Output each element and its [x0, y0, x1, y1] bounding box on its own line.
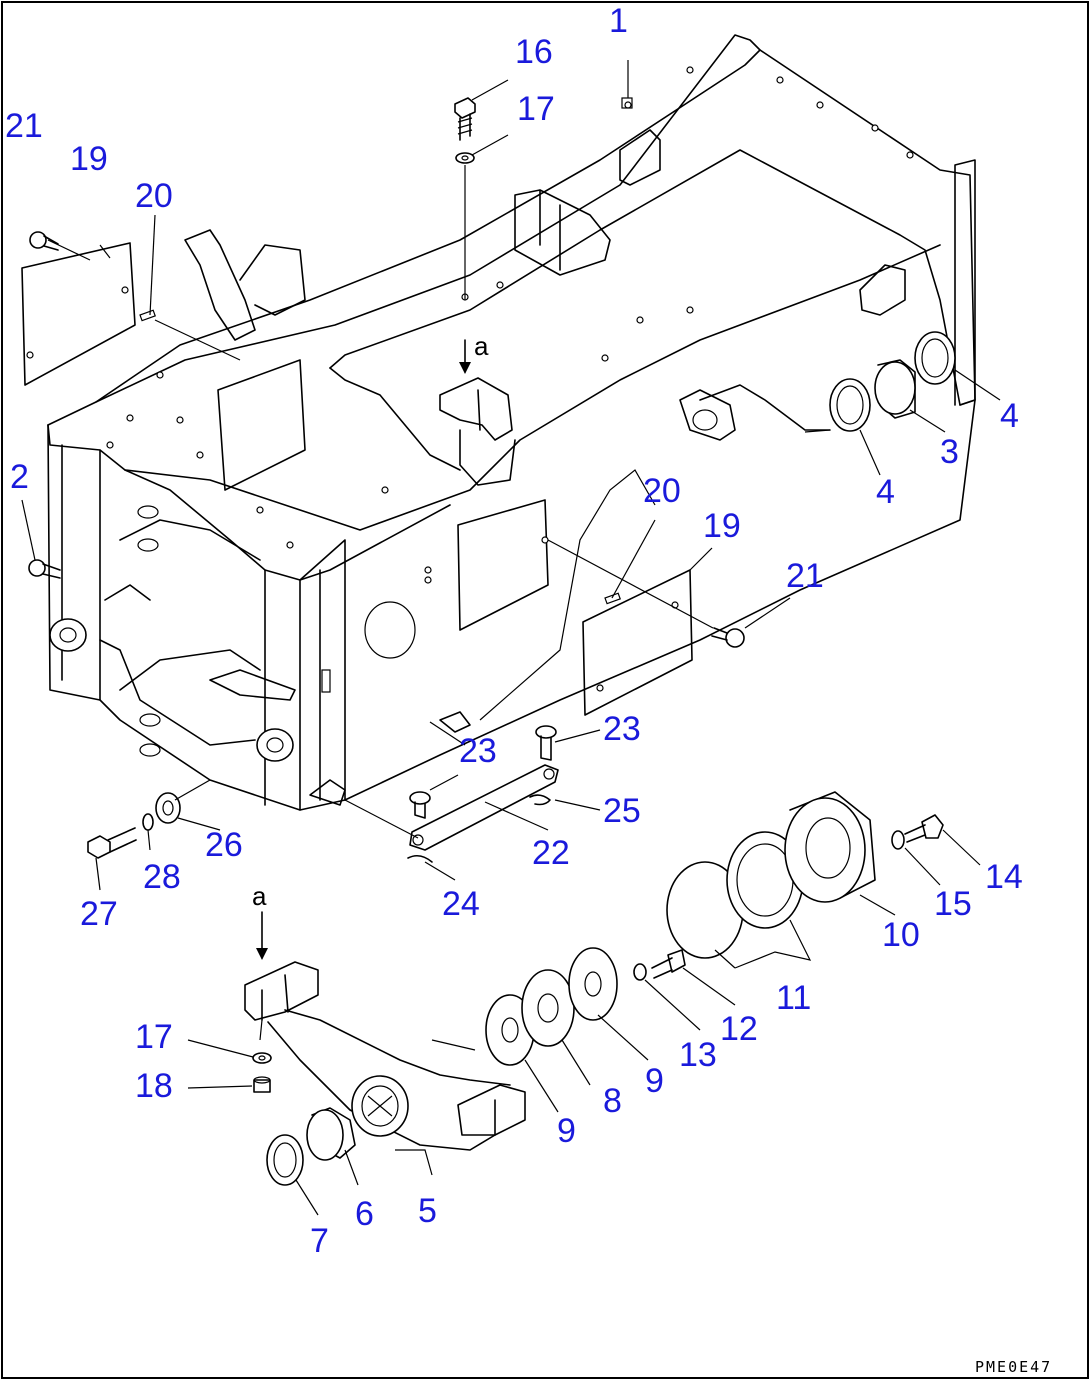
callout-10: 10 — [882, 916, 920, 954]
callout-20: 20 — [135, 177, 173, 215]
bolt-2 — [28, 559, 61, 579]
callout-27: 27 — [80, 895, 118, 933]
callout-13: 13 — [679, 1036, 717, 1074]
washer-17-nut-18 — [252, 1052, 272, 1093]
callout-19: 19 — [703, 507, 741, 545]
callout-5: 5 — [418, 1192, 437, 1230]
cover-plate-left — [21, 242, 156, 386]
callout-12: 12 — [720, 1010, 758, 1048]
gaskets-11 — [666, 831, 804, 959]
callout-17: 17 — [135, 1018, 173, 1056]
callout-21: 21 — [786, 557, 824, 595]
callout-23: 23 — [603, 710, 641, 748]
callout-7: 7 — [310, 1222, 329, 1260]
callout-9: 9 — [645, 1062, 664, 1100]
deck-holes — [106, 66, 914, 584]
callout-21: 21 — [5, 107, 43, 145]
callout-24: 24 — [442, 885, 480, 923]
leader-lines — [21, 60, 1001, 1216]
callout-9: 9 — [557, 1112, 576, 1150]
cover-bolt-21-right — [711, 627, 745, 648]
link-22-assembly — [407, 725, 559, 863]
callout-14: 14 — [985, 858, 1023, 896]
callout-6: 6 — [355, 1195, 374, 1233]
seals-6-7 — [266, 1107, 356, 1186]
callout-1: 1 — [609, 2, 628, 40]
view-a-marker-top: a — [474, 331, 489, 361]
callout-labels: 1 16 17 21 19 20 2 4 3 4 20 19 21 23 23 … — [5, 2, 1023, 1260]
callout-16: 16 — [515, 33, 553, 71]
bolt-27-assembly — [87, 792, 181, 859]
callout-15: 15 — [934, 885, 972, 923]
reference-code: PME0E47 — [975, 1358, 1052, 1376]
seal-rings-3-4 — [829, 331, 956, 432]
callout-19: 19 — [70, 140, 108, 178]
callout-4: 4 — [1000, 397, 1019, 435]
cover-10 — [784, 791, 876, 903]
callout-4: 4 — [876, 473, 895, 511]
cover-bolt-21-left — [29, 231, 59, 251]
callout-3: 3 — [940, 433, 959, 471]
callout-2: 2 — [10, 458, 29, 496]
bolt-16-assembly — [454, 97, 476, 164]
main-frame-drawing — [47, 34, 976, 811]
view-a-arrows — [256, 339, 471, 960]
view-a-marker-bottom: a — [252, 881, 267, 911]
callout-26: 26 — [205, 826, 243, 864]
callout-17: 17 — [517, 90, 555, 128]
plates-8-9 — [485, 947, 618, 1066]
callout-28: 28 — [143, 858, 181, 896]
cover-plate-right — [582, 569, 693, 716]
callout-20: 20 — [643, 472, 681, 510]
bolt-12-washer-13 — [633, 949, 686, 981]
callout-8: 8 — [603, 1082, 622, 1120]
callout-18: 18 — [135, 1067, 173, 1105]
callout-25: 25 — [603, 792, 641, 830]
callout-11: 11 — [776, 979, 811, 1017]
callout-22: 22 — [532, 834, 570, 872]
bolt-14-washer-15 — [891, 814, 944, 850]
callout-23: 23 — [459, 732, 497, 770]
carrier-5 — [244, 961, 526, 1151]
